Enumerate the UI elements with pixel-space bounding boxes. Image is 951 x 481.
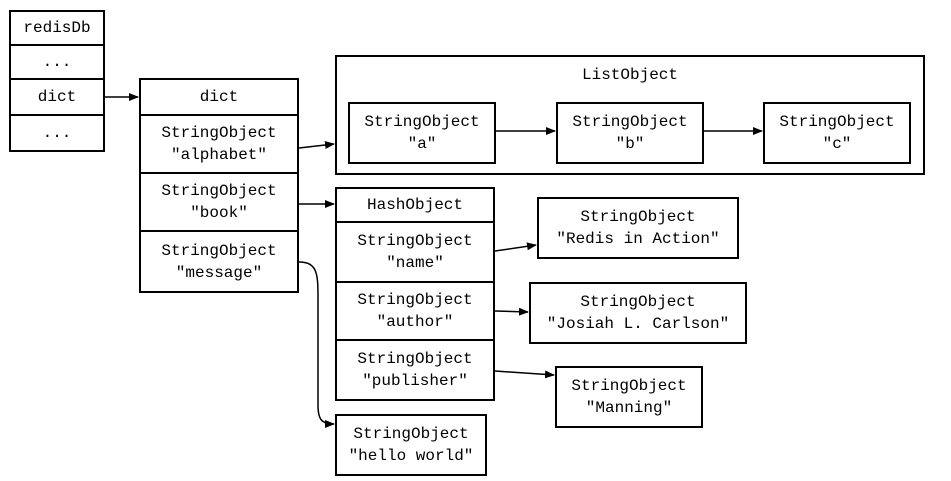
hash-object-label: HashObject bbox=[366, 196, 463, 214]
value-type-label: StringObject bbox=[580, 208, 696, 226]
dict-header-label: dict bbox=[199, 88, 239, 106]
item-type-label: StringObject bbox=[572, 113, 688, 131]
entry-key-label: "book" bbox=[190, 204, 248, 222]
item-value-label: "a" bbox=[407, 135, 437, 153]
field-key-label: "author" bbox=[376, 313, 454, 331]
value-type-label: StringObject bbox=[580, 293, 696, 311]
hash-field-publisher: StringObject "publisher" bbox=[335, 339, 495, 401]
value-hello-world: StringObject "hello world" bbox=[335, 414, 487, 476]
list-item-b: StringObject "b" bbox=[556, 102, 704, 164]
value-text-label: "Redis in Action" bbox=[556, 230, 720, 248]
value-type-label: StringObject bbox=[571, 377, 687, 395]
redisdb-ellipsis-cell: ... bbox=[9, 114, 105, 152]
value-redis-in-action: StringObject "Redis in Action" bbox=[537, 197, 739, 259]
entry-type-label: StringObject bbox=[161, 124, 277, 142]
item-value-label: "c" bbox=[822, 135, 852, 153]
value-type-label: StringObject bbox=[353, 425, 469, 443]
value-manning: StringObject "Manning" bbox=[555, 366, 703, 428]
value-text-label: "Josiah L. Carlson" bbox=[546, 315, 730, 333]
dict-entry-alphabet: StringObject "alphabet" bbox=[139, 114, 299, 174]
redisdb-ellipsis-label: ... bbox=[42, 124, 72, 142]
list-item-a: StringObject "a" bbox=[348, 102, 496, 164]
value-text-label: "hello world" bbox=[348, 447, 474, 465]
arrow-name-to-value bbox=[494, 242, 537, 252]
value-josiah-l-carlson: StringObject "Josiah L. Carlson" bbox=[529, 282, 747, 344]
hash-field-author: StringObject "author" bbox=[335, 281, 495, 341]
arrow-alphabet-to-listobject bbox=[298, 141, 335, 149]
list-item-c: StringObject "c" bbox=[763, 102, 911, 164]
redisdb-dict-label: dict bbox=[37, 88, 77, 106]
redisdb-header-cell: redisDb bbox=[9, 10, 105, 46]
entry-type-label: StringObject bbox=[161, 241, 277, 260]
redisdb-label: redisDb bbox=[23, 19, 91, 37]
redisdb-dict-cell: dict bbox=[9, 78, 105, 116]
redisdb-ellipsis-cell: ... bbox=[9, 44, 105, 80]
field-key-label: "name" bbox=[386, 254, 444, 272]
arrow-author-to-value bbox=[494, 307, 529, 316]
item-value-label: "b" bbox=[615, 135, 645, 153]
arrow-message-to-hello-world bbox=[298, 261, 335, 428]
item-type-label: StringObject bbox=[364, 113, 480, 131]
field-type-label: StringObject bbox=[357, 350, 473, 368]
field-type-label: StringObject bbox=[357, 232, 473, 250]
list-object-title: ListObject bbox=[581, 66, 678, 84]
arrow-publisher-to-value bbox=[494, 370, 555, 379]
item-type-label: StringObject bbox=[779, 113, 895, 131]
dict-header: dict bbox=[139, 78, 299, 116]
entry-type-label: StringObject bbox=[161, 182, 277, 200]
field-key-label: "publisher" bbox=[362, 372, 468, 390]
entry-key-label: "alphabet" bbox=[170, 146, 267, 164]
hash-field-name: StringObject "name" bbox=[335, 221, 495, 283]
value-text-label: "Manning" bbox=[585, 399, 673, 417]
hash-object-header: HashObject bbox=[335, 187, 495, 223]
entry-key-label: "message" bbox=[175, 263, 263, 282]
dict-entry-book: StringObject "book" bbox=[139, 172, 299, 232]
dict-entry-message: StringObject "message" bbox=[139, 230, 299, 293]
field-type-label: StringObject bbox=[357, 291, 473, 309]
redisdb-ellipsis-label: ... bbox=[42, 53, 72, 71]
